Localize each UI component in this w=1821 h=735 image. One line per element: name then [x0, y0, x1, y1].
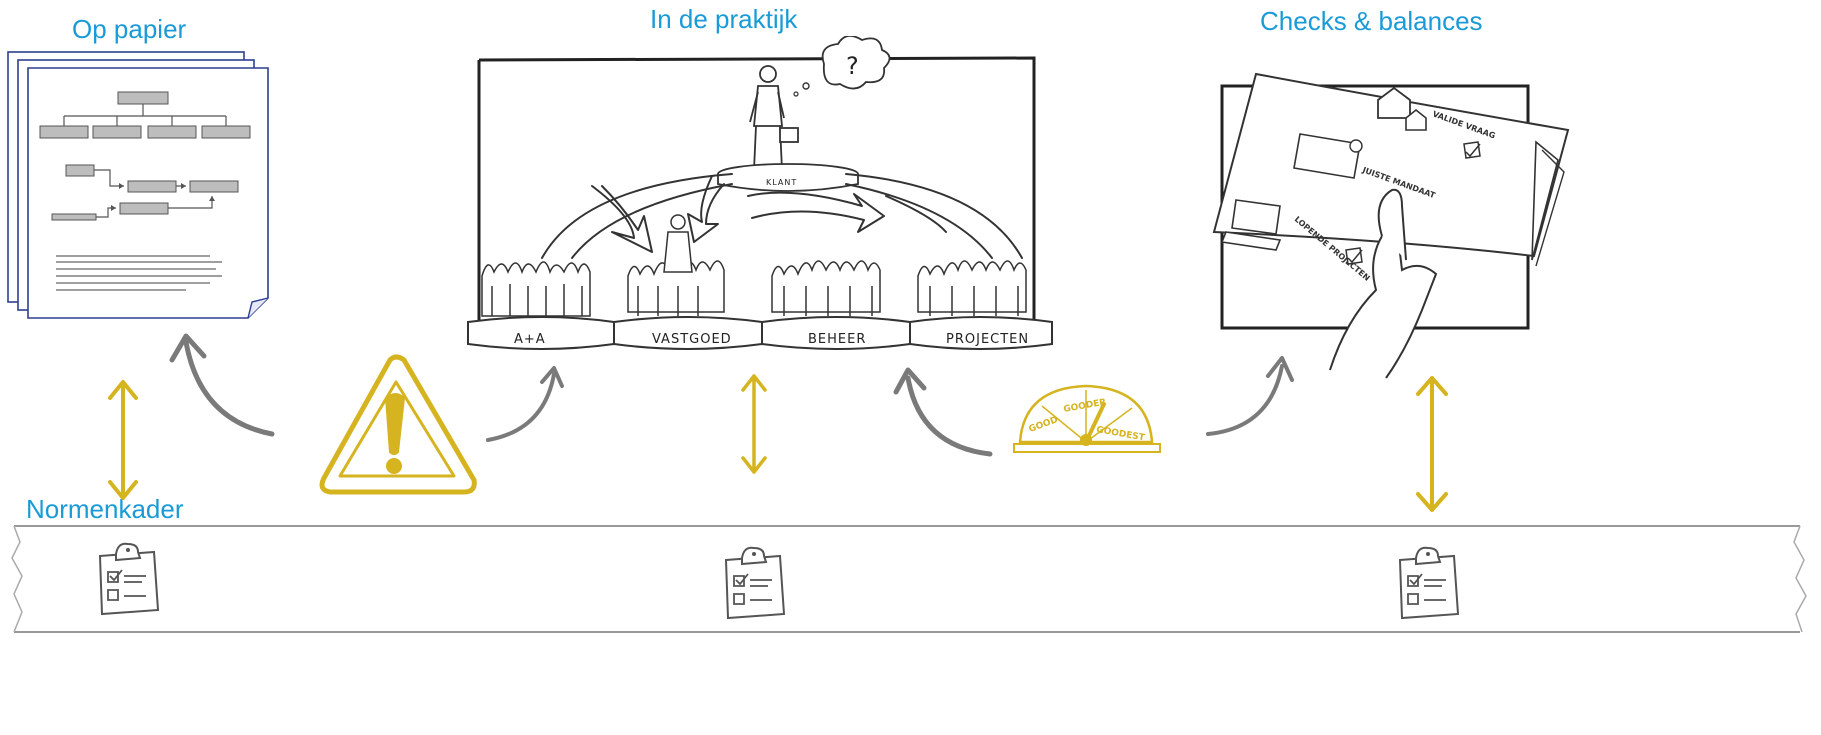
platform-label-aa: A+A	[514, 332, 546, 347]
normenkader-band	[10, 524, 1810, 636]
double-arrow-left	[106, 378, 140, 502]
clipboard-icon	[718, 544, 788, 620]
title-in-de-praktijk: In de praktijk	[650, 4, 798, 34]
curved-arrow-2	[480, 360, 570, 450]
crowd-group-1	[481, 261, 591, 317]
warning-triangle-icon	[316, 352, 480, 498]
crowd-group-3	[771, 260, 881, 316]
document-stack-illustration	[0, 40, 290, 330]
question-mark: ?	[846, 52, 859, 80]
platform-label-vastgoed: VASTGOED	[652, 332, 732, 347]
crowd-group-4	[917, 260, 1027, 316]
crowd-group-2	[627, 214, 725, 316]
double-arrow-middle	[740, 372, 768, 476]
clipboard-icon	[92, 540, 162, 616]
quality-meter-icon: GOOD GOODER GOODEST	[1012, 382, 1162, 454]
title-checks-balances: Checks & balances	[1260, 6, 1483, 36]
clipboard-icon	[1392, 544, 1462, 620]
title-op-papier: Op papier	[72, 14, 187, 44]
double-arrow-right	[1414, 374, 1450, 514]
meter-label-good: GOOD	[1028, 415, 1060, 435]
curved-arrow-3	[890, 360, 1000, 460]
checks-illustration: VALIDE VRAAG JUISTE MANDAAT LOPENDE PROJ…	[1196, 60, 1576, 380]
klant-label: KLANT	[766, 178, 797, 187]
platform-label-projecten: PROJECTEN	[946, 332, 1029, 347]
title-normenkader: Normenkader	[26, 494, 184, 524]
curved-arrow-4	[1200, 346, 1300, 446]
platform-label-beheer: BEHEER	[808, 332, 866, 347]
client-figure	[749, 65, 799, 171]
curved-arrow-1	[160, 330, 290, 440]
practice-illustration: ? KLANT	[462, 36, 1062, 366]
